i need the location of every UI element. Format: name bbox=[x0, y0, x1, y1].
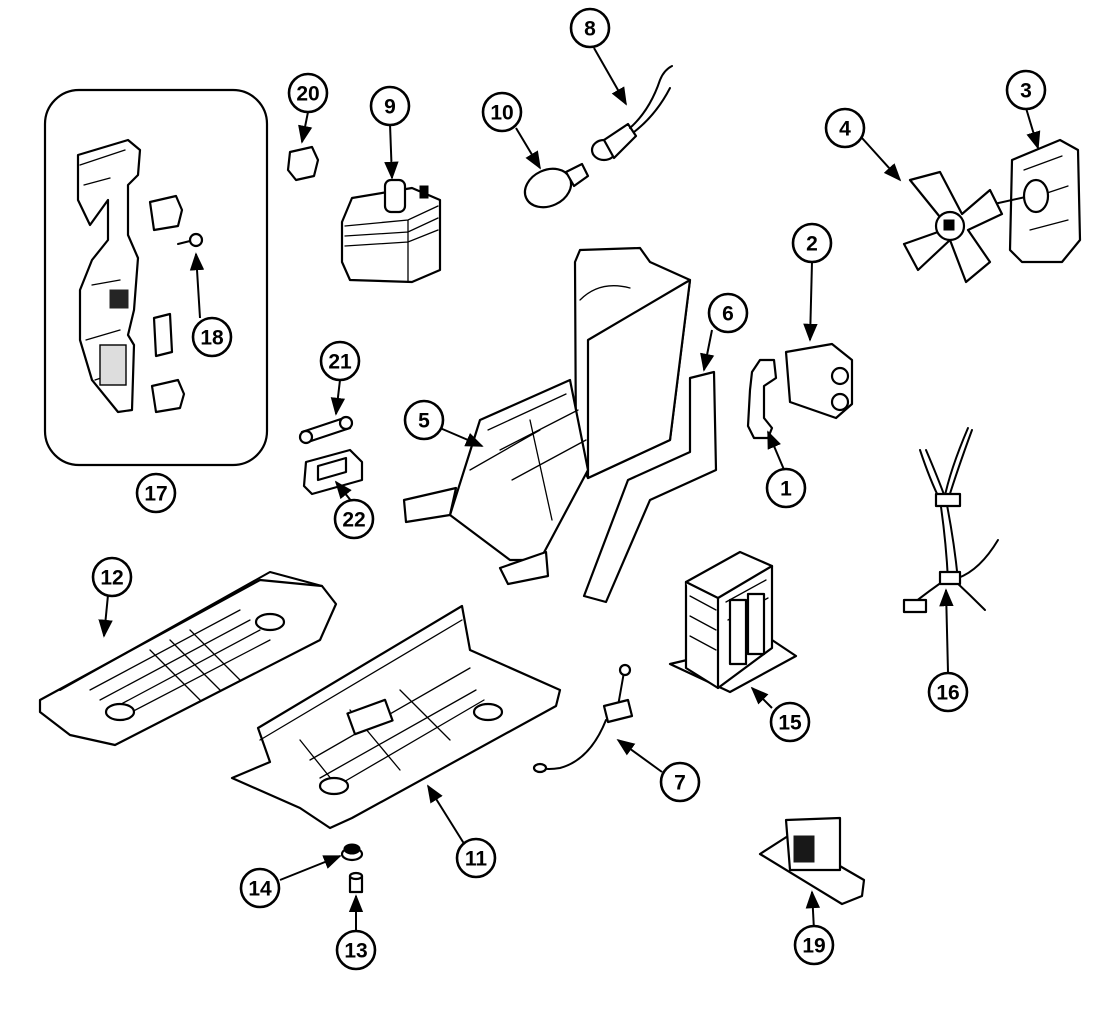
callout-circle bbox=[927, 671, 969, 713]
callout-10: 10 bbox=[481, 91, 523, 133]
strip-part-6 bbox=[582, 370, 718, 604]
callout-circle bbox=[135, 472, 177, 514]
callout-number: 4 bbox=[839, 118, 851, 141]
callout-22: 22 bbox=[333, 498, 375, 540]
callout-number: 17 bbox=[144, 483, 167, 506]
callout-9: 9 bbox=[369, 85, 411, 127]
waveguide-duct-part-5 bbox=[402, 246, 692, 586]
callout-circle bbox=[707, 292, 749, 334]
switch-part-20 bbox=[286, 145, 320, 182]
callout-number: 5 bbox=[418, 410, 430, 433]
callout-circle bbox=[287, 72, 329, 114]
callout-21: 21 bbox=[319, 340, 361, 382]
screw-part-13 bbox=[348, 871, 364, 894]
callout-17: 17 bbox=[135, 472, 177, 514]
leader-lines bbox=[98, 47, 1041, 934]
callout-number: 11 bbox=[465, 848, 488, 871]
base-plate-part-12 bbox=[38, 571, 338, 747]
grommet-part-14 bbox=[340, 843, 364, 862]
base-plate-part-11 bbox=[230, 604, 562, 830]
callout-circle bbox=[455, 837, 497, 879]
callout-circle bbox=[335, 929, 377, 971]
callout-circle bbox=[191, 316, 233, 358]
callout-circle bbox=[765, 467, 807, 509]
screw-18 bbox=[177, 232, 204, 248]
callout-circle bbox=[659, 761, 701, 803]
callout-circle bbox=[793, 924, 835, 966]
callout-number: 12 bbox=[100, 567, 123, 590]
fuse-part-21 bbox=[298, 415, 354, 445]
callout-circle bbox=[239, 867, 281, 909]
callout-number: 8 bbox=[584, 18, 596, 41]
callout-6: 6 bbox=[707, 292, 749, 334]
callout-8: 8 bbox=[569, 7, 611, 49]
sensor-part-7 bbox=[532, 663, 634, 774]
capacitor-bracket-part-1 bbox=[746, 358, 778, 440]
callout-5: 5 bbox=[403, 399, 445, 441]
callout-number: 13 bbox=[344, 940, 367, 963]
callout-11: 11 bbox=[455, 837, 497, 879]
callout-number: 9 bbox=[384, 96, 396, 119]
magnetron-part-9 bbox=[340, 178, 442, 284]
callout-circle bbox=[91, 556, 133, 598]
callout-20: 20 bbox=[287, 72, 329, 114]
callout-18: 18 bbox=[191, 316, 233, 358]
callout-circle bbox=[403, 399, 445, 441]
callout-15: 15 bbox=[769, 701, 811, 743]
callout-number: 18 bbox=[200, 327, 224, 350]
callout-16: 16 bbox=[927, 671, 969, 713]
callout-12: 12 bbox=[91, 556, 133, 598]
callout-circle bbox=[824, 107, 866, 149]
callout-circle bbox=[369, 85, 411, 127]
lamp-socket-part-8 bbox=[590, 65, 673, 162]
capacitor-part-2 bbox=[784, 342, 854, 420]
callout-number: 2 bbox=[806, 233, 818, 256]
callout-circle bbox=[481, 91, 523, 133]
callout-circle bbox=[1005, 69, 1047, 111]
callout-number: 16 bbox=[936, 682, 959, 705]
fuse-holder-part-22 bbox=[302, 448, 364, 496]
callout-4: 4 bbox=[824, 107, 866, 149]
callout-14: 14 bbox=[239, 867, 281, 909]
callout-circle bbox=[769, 701, 811, 743]
callout-13: 13 bbox=[335, 929, 377, 971]
callout-number: 1 bbox=[780, 478, 792, 501]
callout-2: 2 bbox=[791, 222, 833, 264]
callout-circle bbox=[569, 7, 611, 49]
callout-3: 3 bbox=[1005, 69, 1047, 111]
callout-number: 3 bbox=[1020, 80, 1032, 103]
callout-number: 20 bbox=[296, 83, 319, 106]
callout-number: 7 bbox=[674, 772, 686, 795]
callout-number: 10 bbox=[490, 102, 513, 125]
transformer-part-15 bbox=[668, 550, 798, 694]
callout-circle bbox=[791, 222, 833, 264]
callout-number: 6 bbox=[722, 303, 734, 326]
wire-harness-part-16 bbox=[902, 427, 999, 614]
callout-19: 19 bbox=[793, 924, 835, 966]
callout-7: 7 bbox=[659, 761, 701, 803]
fan-motor-part-3 bbox=[993, 138, 1082, 264]
callout-circle bbox=[319, 340, 361, 382]
callout-number: 21 bbox=[328, 351, 352, 374]
callout-number: 22 bbox=[342, 509, 365, 532]
lamp-bulb-part-10 bbox=[523, 162, 590, 209]
door-interlock-assembly bbox=[43, 88, 269, 467]
choke-part-19 bbox=[758, 816, 866, 906]
callout-number: 15 bbox=[778, 712, 802, 735]
callout-number: 14 bbox=[248, 878, 272, 901]
callout-number: 19 bbox=[802, 935, 825, 958]
callout-circle bbox=[333, 498, 375, 540]
callout-1: 1 bbox=[765, 467, 807, 509]
fan-blade-part-4 bbox=[902, 170, 1004, 284]
